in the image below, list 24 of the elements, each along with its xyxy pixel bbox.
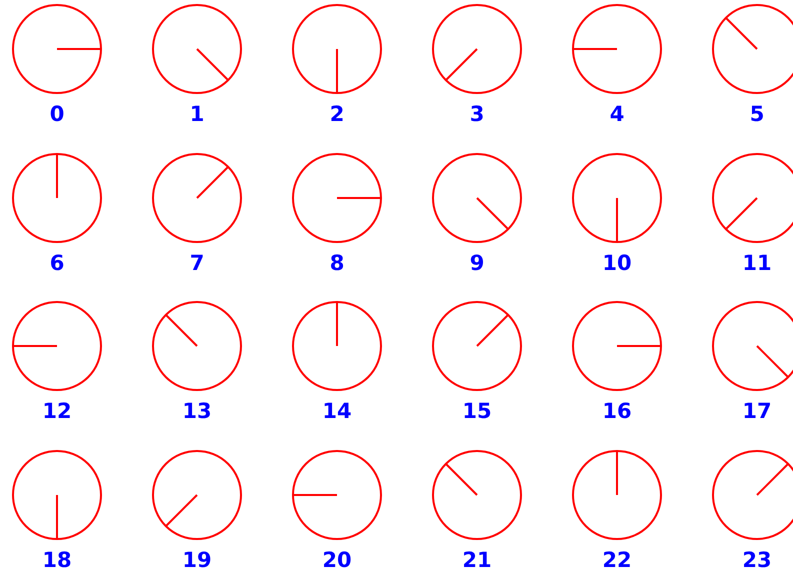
number-label: 7 xyxy=(190,250,204,275)
number-label: 4 xyxy=(610,102,624,126)
number-label: 14 xyxy=(322,399,352,424)
number-label: 20 xyxy=(322,548,352,572)
number-label: 13 xyxy=(182,399,212,424)
number-label: 17 xyxy=(742,399,772,424)
number-label: 23 xyxy=(742,548,772,572)
number-label: 21 xyxy=(462,548,492,572)
number-label: 8 xyxy=(330,250,344,275)
number-label: 18 xyxy=(42,548,72,572)
number-label: 2 xyxy=(330,102,344,126)
number-label: 12 xyxy=(42,399,72,424)
number-label: 10 xyxy=(602,250,632,275)
number-label: 16 xyxy=(602,399,632,424)
number-label: 6 xyxy=(50,250,64,275)
number-label: 9 xyxy=(470,250,484,275)
number-label: 0 xyxy=(50,102,64,126)
number-label: 5 xyxy=(750,102,764,126)
number-label: 1 xyxy=(190,102,204,126)
number-label: 11 xyxy=(742,250,772,275)
number-label: 15 xyxy=(462,399,492,424)
number-label: 19 xyxy=(182,548,212,572)
number-label: 3 xyxy=(470,102,484,126)
number-label: 22 xyxy=(602,548,632,572)
